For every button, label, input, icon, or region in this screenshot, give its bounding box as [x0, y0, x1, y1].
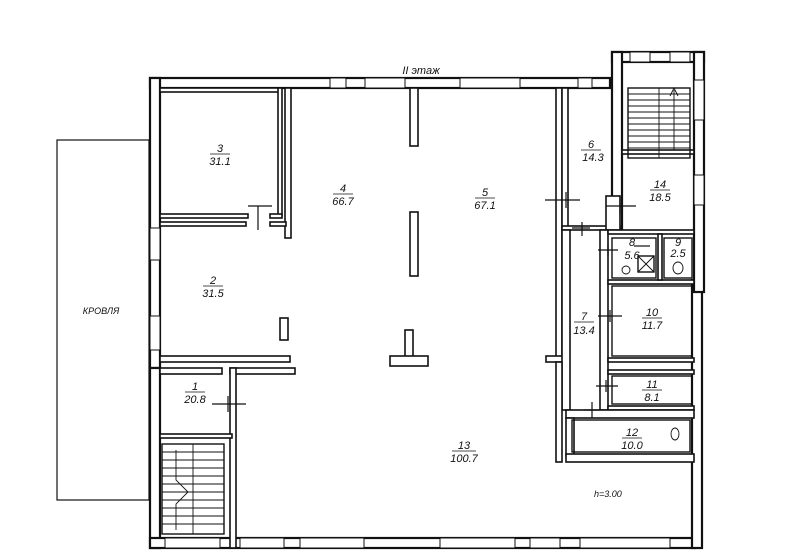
- svg-text:31.5: 31.5: [202, 288, 224, 300]
- stairs-upper: [627, 86, 691, 159]
- roof-label: КРОВЛЯ: [83, 306, 120, 316]
- toilet-icon: [670, 427, 680, 441]
- room-8: 8 5.6: [624, 237, 640, 262]
- room-5: 5 67.1: [474, 187, 495, 212]
- svg-text:10: 10: [646, 307, 659, 319]
- svg-text:2.5: 2.5: [669, 248, 686, 260]
- svg-text:11: 11: [646, 379, 657, 391]
- doors: [212, 192, 650, 418]
- room-14: 14 18.5: [649, 179, 671, 204]
- svg-text:12: 12: [626, 427, 638, 439]
- svg-text:5.6: 5.6: [624, 250, 640, 262]
- svg-text:3: 3: [217, 143, 224, 155]
- svg-text:11.7: 11.7: [642, 320, 663, 332]
- stair-direction-icon: [175, 450, 189, 530]
- roof-area: [56, 139, 150, 501]
- room-12: 12 10.0: [621, 427, 643, 452]
- ceiling-height: h=3.00: [594, 489, 622, 499]
- room-7: 7 13.4: [573, 311, 594, 337]
- svg-text:2: 2: [209, 275, 216, 287]
- svg-text:1: 1: [192, 381, 198, 393]
- room-11: 11 8.1: [642, 379, 662, 404]
- room-9: 9 2.5: [669, 237, 686, 260]
- svg-text:7: 7: [581, 311, 588, 323]
- room-13: 13 100.7: [450, 440, 478, 465]
- svg-text:14: 14: [654, 179, 666, 191]
- svg-text:20.8: 20.8: [183, 394, 206, 406]
- svg-text:9: 9: [675, 237, 681, 249]
- svg-text:31.1: 31.1: [209, 156, 230, 168]
- svg-text:100.7: 100.7: [450, 453, 478, 465]
- room-6: 6 14.3: [581, 139, 605, 164]
- room-2: 2 31.5: [202, 275, 224, 300]
- svg-text:66.7: 66.7: [332, 196, 354, 208]
- toilet-icon: [672, 261, 684, 275]
- room-4: 4 66.7: [332, 183, 354, 208]
- sink-icon: [621, 265, 631, 275]
- svg-text:18.5: 18.5: [649, 192, 671, 204]
- svg-text:8: 8: [629, 237, 636, 249]
- svg-text:6: 6: [588, 139, 595, 151]
- svg-text:13: 13: [458, 440, 471, 452]
- svg-text:14.3: 14.3: [582, 152, 604, 164]
- inner-boxes: [571, 237, 693, 453]
- svg-text:4: 4: [340, 183, 346, 195]
- svg-text:13.4: 13.4: [573, 325, 594, 337]
- room-labels: 3 31.1 4 66.7 5 67.1 6 14.3 14 18.5 2 31…: [183, 139, 686, 465]
- room-10: 10 11.7: [642, 307, 663, 332]
- partitions: [159, 87, 695, 549]
- svg-text:8.1: 8.1: [644, 392, 659, 404]
- svg-text:10.0: 10.0: [621, 440, 643, 452]
- windows: [149, 51, 705, 549]
- floor-title: II этаж: [402, 65, 440, 77]
- svg-text:5: 5: [482, 187, 489, 199]
- bath-fixtures: [621, 255, 684, 441]
- svg-text:67.1: 67.1: [474, 200, 495, 212]
- room-3: 3 31.1: [209, 143, 230, 168]
- stairs-lower: [161, 443, 225, 535]
- room-1: 1 20.8: [183, 381, 206, 406]
